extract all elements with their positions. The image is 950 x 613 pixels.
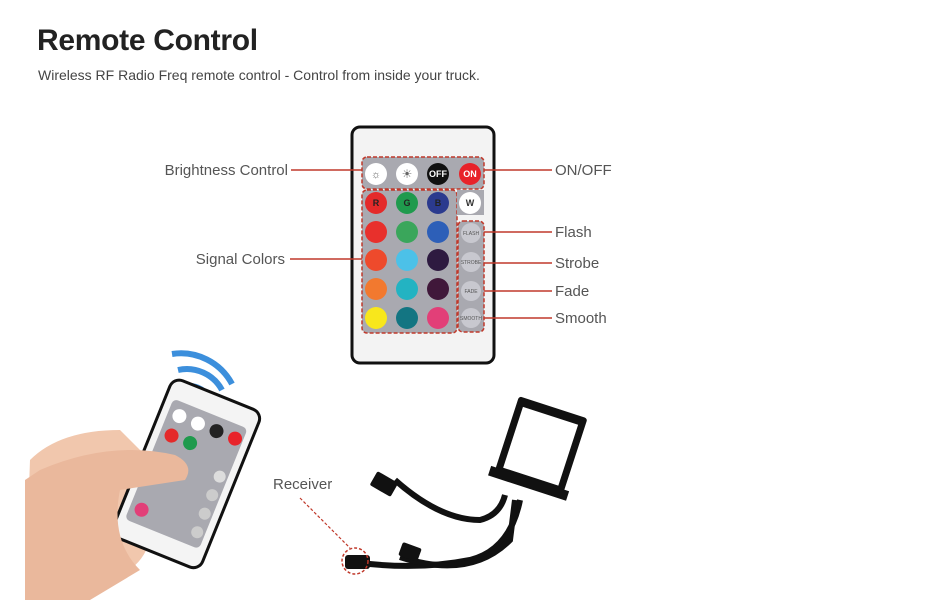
- color-button[interactable]: [396, 221, 418, 243]
- receiver-module: [345, 396, 587, 569]
- color-button[interactable]: [365, 221, 387, 243]
- on-label: ON: [463, 169, 477, 179]
- off-button[interactable]: [427, 163, 449, 185]
- flash-button[interactable]: [461, 223, 481, 243]
- remote-control-closeup: ☼ ☀ OFF ON R G B W FLASH STROBE FADE S: [350, 125, 496, 365]
- color-button[interactable]: [396, 278, 418, 300]
- white-button[interactable]: [459, 192, 481, 214]
- brightness-down-button[interactable]: [365, 163, 387, 185]
- color-button[interactable]: [427, 249, 449, 271]
- color-button[interactable]: [365, 278, 387, 300]
- page-title: Remote Control: [37, 24, 258, 57]
- flash-label: Flash: [555, 224, 592, 241]
- on-button[interactable]: [459, 163, 481, 185]
- fade-button[interactable]: [461, 281, 481, 301]
- receiver-callout-line: [299, 497, 351, 549]
- blue-button[interactable]: [427, 192, 449, 214]
- smooth-button-label: SMOOTH: [460, 316, 482, 322]
- brightness-control-label: Brightness Control: [165, 162, 288, 179]
- strobe-label: Strobe: [555, 255, 599, 272]
- receiver-highlight: [341, 547, 369, 575]
- sun-small-icon: ☼: [371, 169, 381, 181]
- color-button[interactable]: [365, 307, 387, 329]
- strobe-button-label: STROBE: [461, 260, 482, 266]
- off-label: OFF: [429, 169, 447, 179]
- smooth-label: Smooth: [555, 310, 607, 327]
- r-label: R: [373, 198, 380, 208]
- color-button[interactable]: [427, 278, 449, 300]
- fade-label: Fade: [555, 283, 589, 300]
- b-label: B: [435, 198, 442, 208]
- page-subtitle: Wireless RF Radio Freq remote control - …: [38, 67, 480, 83]
- color-button[interactable]: [365, 249, 387, 271]
- hand-with-remote: [25, 378, 262, 600]
- red-button[interactable]: [365, 192, 387, 214]
- callout-lines: [290, 169, 552, 319]
- receiver-label: Receiver: [273, 476, 332, 493]
- smooth-button[interactable]: [461, 308, 481, 328]
- brightness-up-button[interactable]: [396, 163, 418, 185]
- strobe-button[interactable]: [461, 252, 481, 272]
- g-label: G: [403, 198, 410, 208]
- color-button[interactable]: [427, 307, 449, 329]
- signal-colors-label: Signal Colors: [196, 251, 285, 268]
- w-label: W: [466, 198, 475, 208]
- color-button[interactable]: [396, 307, 418, 329]
- color-button[interactable]: [396, 249, 418, 271]
- green-button[interactable]: [396, 192, 418, 214]
- color-button[interactable]: [427, 221, 449, 243]
- sun-large-icon: ☀: [402, 167, 413, 181]
- fade-button-label: FADE: [464, 289, 478, 295]
- flash-button-label: FLASH: [463, 231, 480, 237]
- on-off-label: ON/OFF: [555, 162, 612, 179]
